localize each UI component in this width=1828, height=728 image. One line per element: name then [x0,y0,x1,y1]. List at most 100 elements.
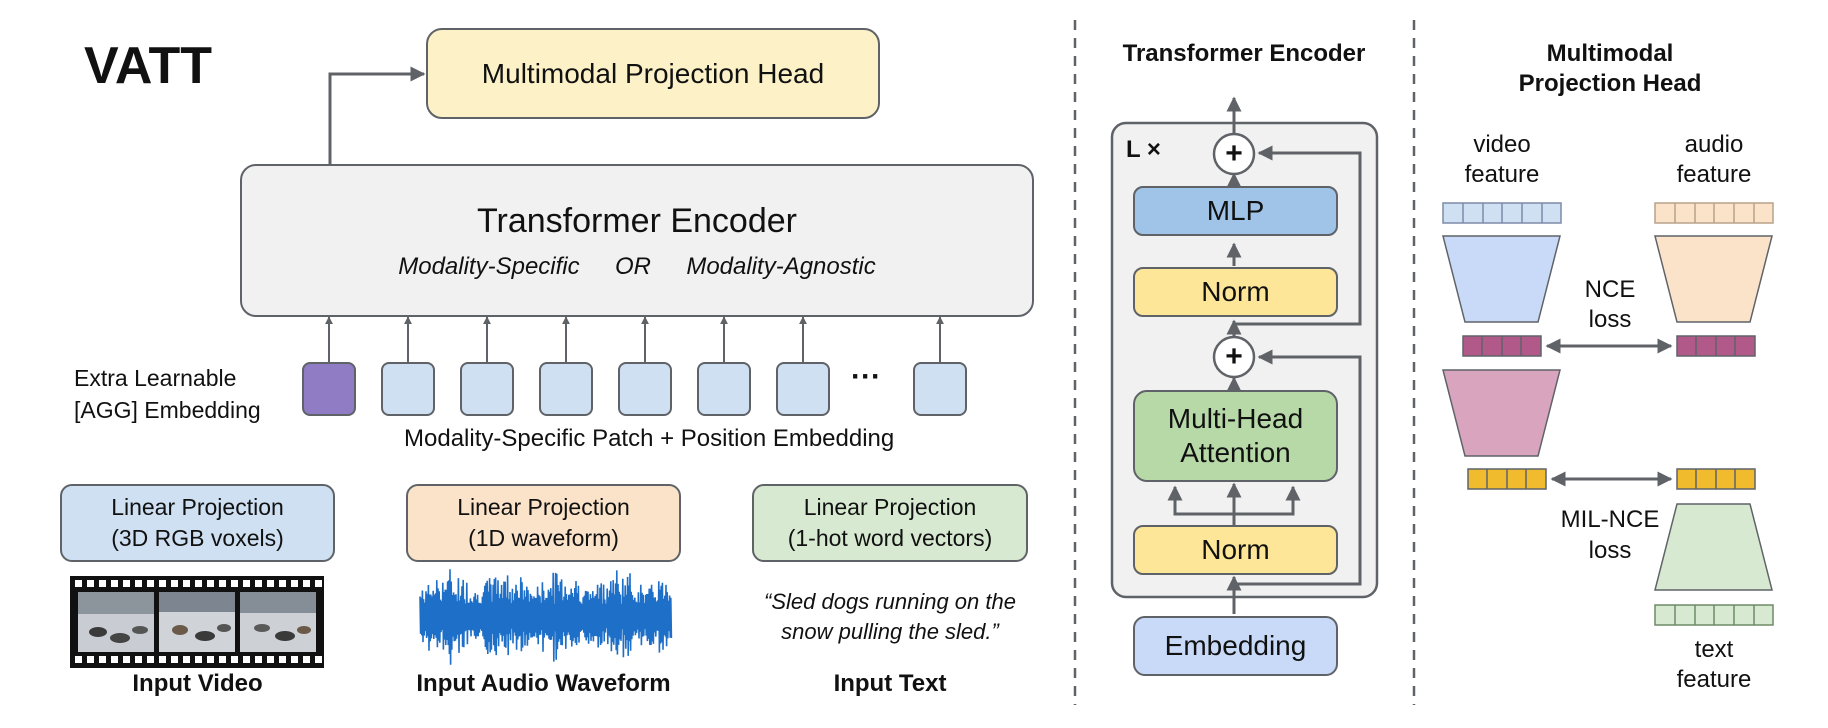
sprocket-hole [147,656,154,663]
video-frame-2 [159,592,235,652]
video-feature-line1: video [1473,131,1531,158]
proj-text-line1: Linear Projection [803,494,977,520]
sprocket-hole [87,656,94,663]
sprocket-hole [267,580,274,587]
sprocket-hole [111,656,118,663]
sprocket-hole [195,580,202,587]
encoder-sub-or: OR [614,253,651,280]
norm-box-top: Norm [1133,267,1338,317]
patch-token-last [913,362,967,416]
sprocket-hole [303,580,310,587]
video-frame-1 [78,592,154,652]
plus-mid: + [1225,340,1243,373]
sprocket-hole [231,580,238,587]
va-space-cells-left [1462,335,1542,357]
plus-top: + [1225,137,1243,170]
nce-line1: NCE [1584,276,1636,303]
agg-label-line2: [AGG] Embedding [74,397,261,423]
sprocket-hole [183,656,190,663]
agg-token [302,362,356,416]
sprocket-hole [183,580,190,587]
linear-projection-audio: Linear Projection (1D waveform) [406,484,681,562]
input-audio-label: Input Audio Waveform [416,670,671,697]
audio-feature-line2: feature [1676,161,1752,188]
multimodal-projection-head-box: Multimodal Projection Head [426,28,880,119]
sprocket-hole [135,656,142,663]
encoder-sub-a: Modality-Specific [398,253,580,280]
mlp-box: MLP [1133,186,1338,236]
token-arrows [325,316,944,362]
text-feature-line1: text [1694,636,1734,663]
video-trapezoid [1442,235,1561,323]
plus-circle-mid [1212,335,1256,379]
sprocket-hole [291,580,298,587]
norm-label-top: Norm [1201,276,1270,307]
patch-token [697,362,751,416]
repeat-label: L × [1126,136,1161,163]
patch-embedding-label: Modality-Specific Patch + Position Embed… [404,425,895,452]
quote-line1: “Sled dogs running on the [764,589,1016,614]
patch-token [460,362,514,416]
sprocket-hole [99,656,106,663]
sprocket-hole [75,580,82,587]
sprocket-hole [279,580,286,587]
text-feature-cells [1654,604,1774,626]
sprocket-hole [267,656,274,663]
encoder-to-head-arrow [328,66,426,164]
encoder-flow-lines [1167,96,1362,614]
sprocket-hole [207,656,214,663]
sprocket-hole [279,656,286,663]
sprocket-hole [75,656,82,663]
sprocket-hole [243,580,250,587]
sprocket-hole [219,580,226,587]
projection-head-label: Multimodal Projection Head [481,57,825,89]
norm-label-bottom: Norm [1201,534,1270,565]
sprocket-hole [159,656,166,663]
text-feature-line2: feature [1676,666,1752,693]
pink-trapezoid [1442,369,1561,457]
sprocket-hole [87,580,94,587]
norm-box-bottom: Norm [1133,525,1338,575]
patch-token [618,362,672,416]
va-space-cells-right [1676,335,1756,357]
right-title-line1: Multimodal [1546,40,1674,67]
sprocket-hole [159,580,166,587]
patch-token [381,362,435,416]
milnce-line2: loss [1588,537,1632,564]
sprocket-hole [111,580,118,587]
encoder-subtitle: Modality-Specific OR Modality-Agnostic [398,253,876,281]
middle-title: Transformer Encoder [1122,40,1366,67]
proj-video-line1: Linear Projection [111,494,284,520]
vatt-title: VATT [84,37,213,95]
embedding-label: Embedding [1164,630,1307,661]
sprocket-hole [243,656,250,663]
linear-projection-text: Linear Projection (1-hot word vectors) [752,484,1028,562]
sprocket-hole [123,656,130,663]
transformer-encoder-box: Transformer Encoder Modality-Specific OR… [240,164,1034,317]
encoder-title: Transformer Encoder [477,202,797,240]
input-video-label: Input Video [132,670,263,697]
sprocket-hole [147,580,154,587]
sprocket-hole [171,656,178,663]
sprocket-hole [291,656,298,663]
patch-token [539,362,593,416]
embedding-box: Embedding [1133,616,1338,676]
plus-circle-top [1212,132,1256,176]
audio-feature-line1: audio [1684,131,1744,158]
proj-video-line2: (3D RGB voxels) [111,525,284,551]
vat-space-cells-right [1676,468,1756,490]
sprocket-hole [255,656,262,663]
sprocket-hole [315,580,322,587]
sprocket-hole [219,656,226,663]
vat-space-cells-left [1467,468,1547,490]
audio-waveform [419,569,673,665]
sprocket-hole [315,656,322,663]
sprocket-hole [231,656,238,663]
video-frame-3 [240,592,316,652]
mha-line1: Multi-Head [1167,403,1304,434]
sprocket-hole [123,580,130,587]
proj-text-line2: (1-hot word vectors) [787,525,993,551]
sprocket-hole [255,580,262,587]
linear-projection-video: Linear Projection (3D RGB voxels) [60,484,335,562]
audio-feature-cells [1654,202,1774,224]
